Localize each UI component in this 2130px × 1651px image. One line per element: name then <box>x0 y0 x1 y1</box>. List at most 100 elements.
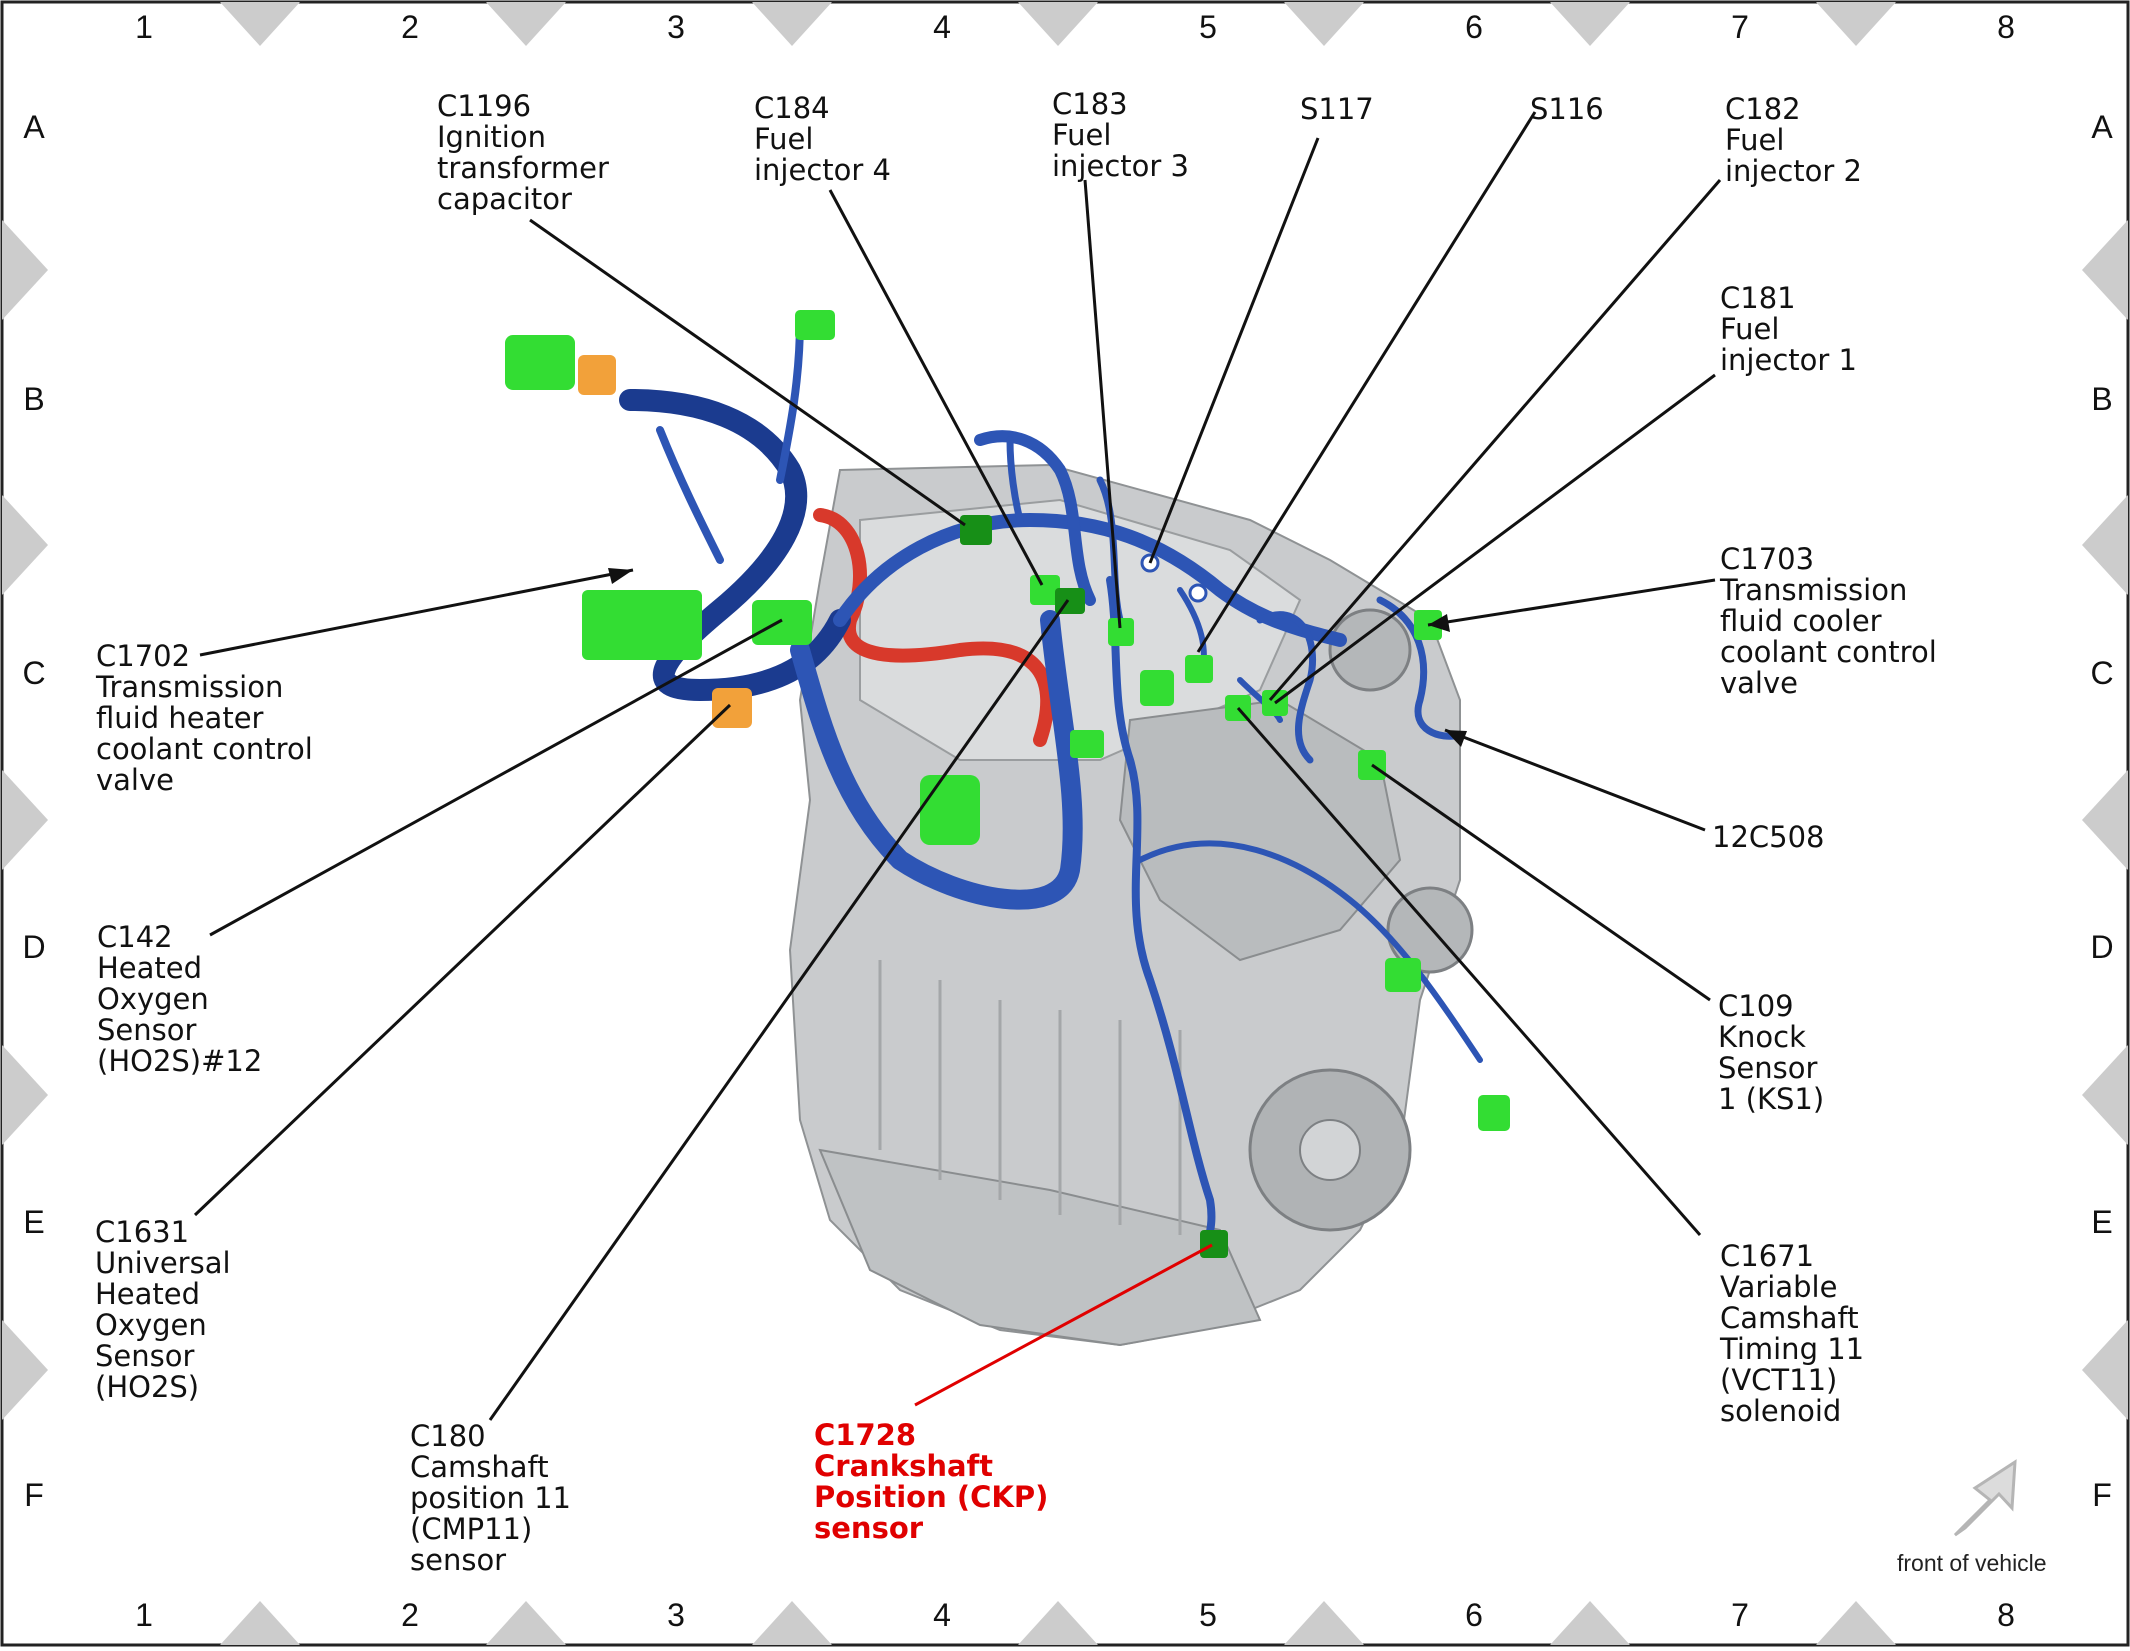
callout-line: fluid heater <box>96 701 264 735</box>
row-left-f: F <box>24 1477 44 1513</box>
leader-c1196 <box>529 218 966 527</box>
col-bottom-4: 4 <box>933 1597 951 1633</box>
connector-c1196 <box>960 515 992 545</box>
col-top-6: 6 <box>1465 9 1483 45</box>
callout-line: C142 <box>97 920 173 954</box>
callout-line: C180 <box>410 1419 486 1453</box>
callout-line: C1728 <box>814 1418 916 1452</box>
bottom-marker <box>1550 1601 1630 1645</box>
callout-line: Sensor <box>97 1013 197 1047</box>
connector-c1631 <box>712 688 752 728</box>
col-bottom-6: 6 <box>1465 1597 1483 1633</box>
leader-c181 <box>1274 373 1716 705</box>
connector-center <box>1140 670 1174 706</box>
callout-line: valve <box>1720 666 1798 700</box>
callout-line: Oxygen <box>97 982 209 1016</box>
callout-line: solenoid <box>1720 1394 1842 1428</box>
callout-line: C183 <box>1052 87 1128 121</box>
right-marker <box>2082 220 2128 320</box>
callout-12c508: 12C508 <box>1712 822 1825 853</box>
leader-c109 <box>1371 763 1711 1002</box>
callout-line: 12C508 <box>1712 820 1825 854</box>
callout-line: sensor <box>410 1543 507 1577</box>
callout-line: (VCT11) <box>1720 1363 1838 1397</box>
top-marker <box>1816 2 1896 46</box>
harness-branch <box>1006 436 1024 524</box>
col-bottom-7: 7 <box>1731 1597 1749 1633</box>
right-marker <box>2082 495 2128 595</box>
harness-branch <box>656 426 724 564</box>
red-hose <box>813 508 1055 747</box>
block-ribs <box>878 960 1182 1235</box>
row-left-d: D <box>22 929 46 965</box>
callout-line: S117 <box>1300 92 1374 126</box>
col-bottom-2: 2 <box>401 1597 419 1633</box>
harness-branch <box>1137 840 1483 1063</box>
callout-line: S116 <box>1530 92 1604 126</box>
callout-line: Transmission <box>1720 573 1908 607</box>
callout-line: injector 3 <box>1052 149 1189 183</box>
row-right-d: D <box>2090 929 2114 965</box>
col-bottom-8: 8 <box>1997 1597 2015 1633</box>
callout-line: valve <box>96 763 174 797</box>
callout-line: Sensor <box>1718 1051 1818 1085</box>
callout-line: sensor <box>814 1511 924 1545</box>
bottom-marker <box>1284 1601 1364 1645</box>
callout-line: C1702 <box>96 639 191 673</box>
callout-line: Position (CKP) <box>814 1480 1049 1514</box>
connector-s116 <box>1188 583 1208 603</box>
front-of-vehicle-label: front of vehicle <box>1897 1550 2047 1576</box>
callout-line: Ignition <box>437 120 546 154</box>
arrowhead-12c508 <box>1445 730 1467 747</box>
leader-c183 <box>1083 179 1122 629</box>
callout-line: C1631 <box>95 1215 190 1249</box>
col-top-5: 5 <box>1199 9 1217 45</box>
callout-line: coolant control <box>96 732 313 766</box>
col-top-8: 8 <box>1997 9 2015 45</box>
callout-line: C1196 <box>437 89 532 123</box>
connector-c1702 <box>582 590 702 660</box>
leader-s117 <box>1148 137 1320 564</box>
leader-c1702 <box>199 568 634 657</box>
idler-pulley <box>1328 608 1412 692</box>
callout-line: Crankshaft <box>814 1449 994 1483</box>
callout-line: Knock <box>1718 1020 1806 1054</box>
callout-line: (HO2S) <box>95 1370 200 1404</box>
col-bottom-3: 3 <box>667 1597 685 1633</box>
row-right-e: E <box>2091 1204 2113 1240</box>
connector-injector-bank <box>1070 730 1104 758</box>
leader-c1631 <box>193 703 732 1217</box>
bottom-marker <box>1018 1601 1098 1645</box>
leader-c180 <box>488 599 1070 1421</box>
callout-line: Universal <box>95 1246 231 1280</box>
arrowhead-c1702 <box>608 568 633 584</box>
callout-line: Timing 11 <box>1720 1332 1865 1366</box>
col-top-7: 7 <box>1731 9 1749 45</box>
top-marker <box>1018 2 1098 46</box>
callout-line: Sensor <box>95 1339 195 1373</box>
arrowhead-c1703 <box>1428 614 1450 632</box>
right-marker <box>2082 1320 2128 1420</box>
bottom-marker <box>1816 1601 1896 1645</box>
callout-line: position 11 <box>410 1481 571 1515</box>
row-left-b: B <box>23 381 45 417</box>
callout-line: Heated <box>95 1277 201 1311</box>
top-marker <box>486 2 566 46</box>
connector-right-lower <box>1385 958 1421 992</box>
col-bottom-5: 5 <box>1199 1597 1217 1633</box>
callout-line: Camshaft <box>1720 1301 1859 1335</box>
row-left-a: A <box>23 109 45 145</box>
row-left-c: C <box>22 655 46 691</box>
leader-s116 <box>1196 111 1537 653</box>
bottom-marker <box>486 1601 566 1645</box>
